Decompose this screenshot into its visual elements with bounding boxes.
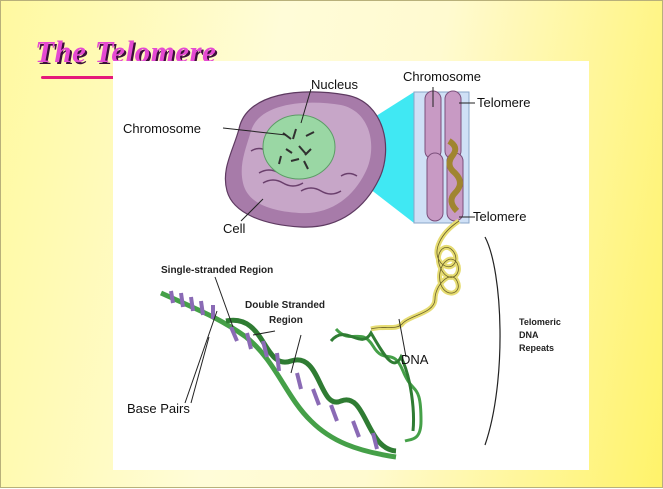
label-cell: Cell [223, 221, 246, 236]
label-telomeric-3: Repeats [519, 343, 554, 353]
label-telomere-top: Telomere [477, 95, 530, 110]
small-helix-strand-b [331, 333, 414, 431]
label-telomere-bottom: Telomere [473, 209, 526, 224]
label-single-stranded: Single-stranded Region [161, 265, 273, 276]
label-telomeric-2: DNA [519, 330, 539, 340]
label-chromosome-cell: Chromosome [123, 121, 201, 136]
label-telomeric-1: Telomeric [519, 317, 561, 327]
label-chromosome-zoom: Chromosome [403, 69, 481, 84]
label-double-stranded-1: Double Stranded [245, 300, 325, 311]
label-nucleus: Nucleus [311, 77, 358, 92]
coiled-dna-outline [371, 221, 459, 329]
telomeric-bracket [485, 237, 500, 445]
label-base-pairs: Base Pairs [127, 401, 190, 416]
label-dna: DNA [401, 352, 429, 367]
label-double-stranded-2: Region [269, 315, 303, 326]
